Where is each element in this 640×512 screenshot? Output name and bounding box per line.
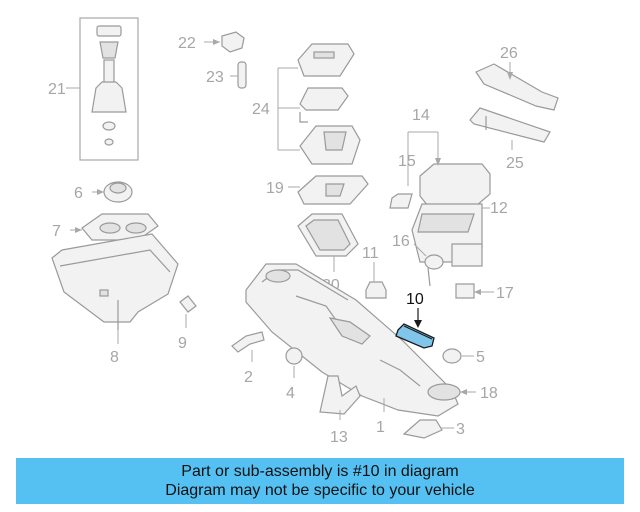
part-13-mount: 13	[319, 375, 361, 446]
part-17: 17	[455, 283, 514, 302]
part-6-cup-holder: 6	[74, 181, 133, 203]
part-11-switch: 11	[362, 245, 387, 299]
part-2-bracket: 2	[231, 331, 265, 386]
banner-line-2: Diagram may not be specific to your vehi…	[165, 482, 475, 499]
callout-15: 15	[398, 153, 416, 170]
part-25-handbrake-lever: 25	[469, 107, 551, 172]
callout-25: 25	[506, 155, 524, 172]
part-21-shift-boot: 21	[48, 17, 139, 161]
callout-8: 8	[110, 349, 119, 366]
callout-11: 11	[362, 245, 379, 262]
callout-1: 1	[376, 419, 385, 436]
callout-9: 9	[178, 335, 187, 352]
part-23: 23	[206, 61, 247, 89]
parts-diagram: 21 22 23 24 19 20	[48, 17, 559, 446]
banner-line-1: Part or sub-assembly is #10 in diagram	[181, 463, 459, 480]
part-1-center-console: 1	[245, 263, 461, 436]
callout-18: 18	[480, 385, 498, 402]
part-5-cap: 5	[442, 348, 485, 366]
callout-17: 17	[496, 285, 514, 302]
callout-21: 21	[48, 81, 66, 98]
part-20-tray: 20	[297, 213, 359, 294]
info-banner: Part or sub-assembly is #10 in diagram D…	[16, 458, 624, 504]
callout-16: 16	[392, 233, 410, 250]
callout-12: 12	[490, 200, 508, 217]
callout-5: 5	[476, 349, 485, 366]
callout-10: 10	[406, 291, 424, 308]
callout-4: 4	[286, 385, 295, 402]
callout-26: 26	[500, 45, 518, 62]
part-22: 22	[178, 31, 245, 53]
part-24-trim-set: 24	[252, 43, 361, 165]
callout-3: 3	[456, 421, 465, 438]
callout-23: 23	[206, 69, 224, 86]
part-12-armrest-base: 12	[411, 200, 508, 267]
callout-13: 13	[330, 429, 348, 446]
part-26-handbrake-grip: 26	[475, 45, 559, 111]
callout-24: 24	[252, 101, 270, 118]
part-14-armrest-lid: 14	[407, 107, 491, 207]
callout-2: 2	[244, 369, 253, 386]
part-8-console-front: 8	[51, 233, 179, 366]
part-10-highlighted[interactable]: 10	[395, 291, 435, 349]
callout-6: 6	[74, 185, 83, 202]
part-19-shift-plate: 19	[266, 175, 369, 205]
part-3-trim-clip: 3	[402, 419, 465, 439]
part-7-cup-insert: 7	[52, 213, 159, 241]
part-15: 15	[389, 153, 416, 209]
callout-22: 22	[178, 35, 196, 52]
part-16: 16	[392, 233, 444, 287]
callout-19: 19	[266, 180, 284, 197]
callout-14: 14	[412, 107, 430, 124]
part-9-clip: 9	[178, 295, 197, 352]
part-18-ring: 18	[460, 385, 498, 402]
part-4-knob: 4	[285, 347, 303, 402]
callout-7: 7	[52, 223, 61, 240]
